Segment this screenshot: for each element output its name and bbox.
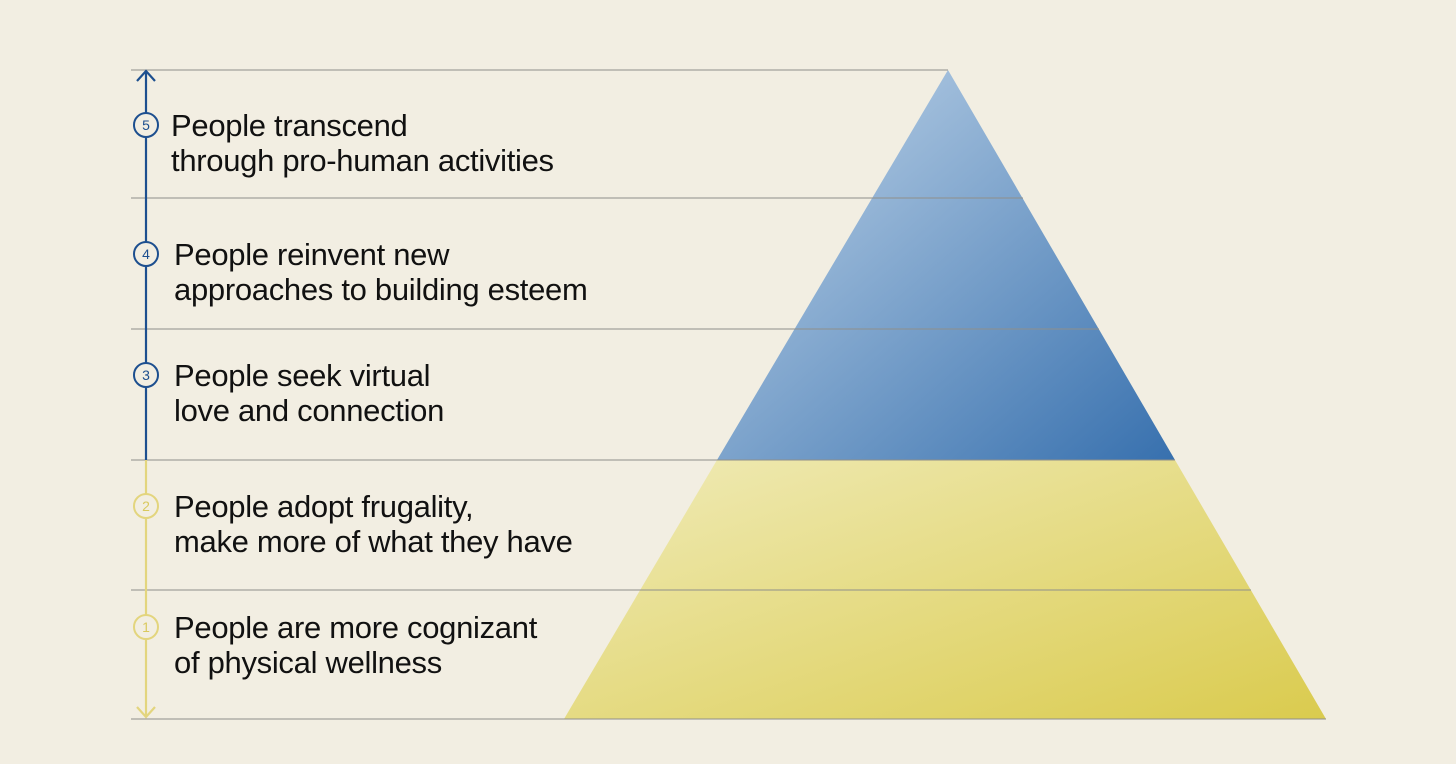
level-5-label: People transcend through pro-human activ…	[171, 108, 554, 178]
level-5-label-line-2: through pro-human activities	[171, 143, 554, 178]
pyramid-top-section	[717, 70, 1175, 460]
level-5-number-badge: 5	[133, 112, 159, 138]
arrow-down-icon	[136, 706, 156, 719]
level-3-number-badge: 3	[133, 362, 159, 388]
level-3-label: People seek virtual love and connection	[174, 358, 444, 428]
level-1-label-line-1: People are more cognizant	[174, 610, 538, 645]
level-2-label-line-1: People adopt frugality,	[174, 489, 474, 524]
level-4-label-line-1: People reinvent new	[174, 237, 450, 272]
level-4-number-badge: 4	[133, 241, 159, 267]
level-1-number-badge: 1	[133, 614, 159, 640]
level-3-label-line-2: love and connection	[174, 393, 445, 428]
level-4-label-line-2: approaches to building esteem	[174, 272, 588, 307]
level-4-label: People reinvent new approaches to buildi…	[174, 237, 588, 307]
level-2-label: People adopt frugality, make more of wha…	[174, 489, 573, 559]
arrow-up-icon	[136, 69, 156, 82]
level-1-label: People are more cognizant of physical we…	[174, 610, 537, 680]
level-2-number-badge: 2	[133, 493, 159, 519]
level-3-label-line-1: People seek virtual	[174, 358, 431, 393]
level-1-label-line-2: of physical wellness	[174, 645, 442, 680]
level-2-label-line-2: make more of what they have	[174, 524, 573, 559]
level-5-label-line-1: People transcend	[171, 108, 408, 143]
